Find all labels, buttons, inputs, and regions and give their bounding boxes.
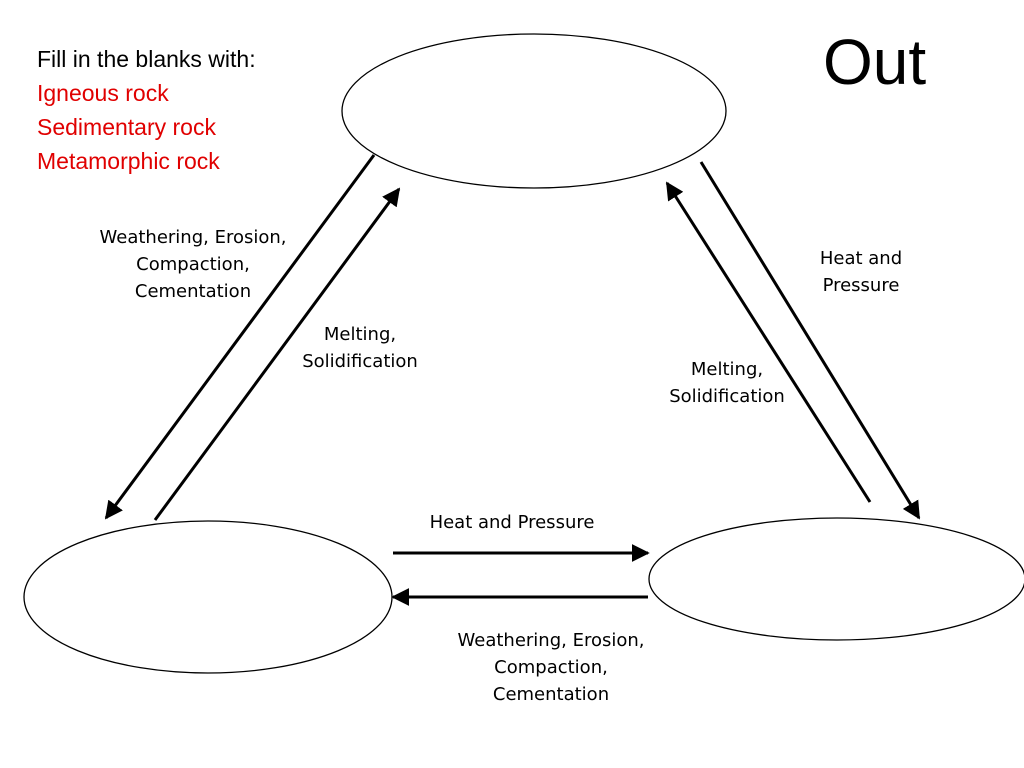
label-left-inner-line-2: Solidification [302,351,418,372]
label-bottom-bottom-line-1: Weathering, Erosion, [457,630,645,651]
label-left-inner: Melting, Solidification [280,321,440,375]
label-left-outer-line-1: Weathering, Erosion, [99,227,287,248]
label-right-outer-line-2: Pressure [822,275,900,296]
label-left-outer-line-3: Cementation [134,281,252,302]
instructions-heading: Fill in the blanks with: [37,46,256,72]
bottom-right-rock-blank[interactable] [648,517,1024,641]
label-right-inner-line-1: Melting, [690,359,764,380]
label-bottom-top: Heat and Pressure [402,509,622,536]
bottom-left-rock-blank[interactable] [23,520,393,674]
arrow-left-to-top-melting [153,187,401,521]
instructions: Fill in the blanks with: Igneous rock Se… [37,42,256,178]
slide-title: Out [823,26,927,98]
label-right-inner-line-2: Solidification [669,386,785,407]
label-left-outer: Weathering, Erosion, Compaction, Cementa… [80,224,306,305]
arrow-right-to-top-melting [665,181,872,503]
arrow-top-to-left-weathering [104,154,376,520]
option-igneous-rock: Igneous rock [37,80,169,106]
option-sedimentary-rock: Sedimentary rock [37,114,216,140]
label-right-outer: Heat and Pressure [800,245,922,299]
label-right-inner: Melting, Solidification [648,356,806,410]
label-bottom-bottom: Weathering, Erosion, Compaction, Cementa… [438,627,664,708]
label-bottom-bottom-line-3: Cementation [492,684,610,705]
label-bottom-top-line-1: Heat and Pressure [429,512,595,533]
top-rock-blank[interactable] [341,33,727,189]
option-metamorphic-rock: Metamorphic rock [37,148,220,174]
label-left-inner-line-1: Melting, [323,324,397,345]
arrow-top-to-right-heat-pressure [699,161,921,520]
label-bottom-bottom-line-2: Compaction, [494,657,608,678]
label-left-outer-line-2: Compaction, [136,254,250,275]
label-right-outer-line-1: Heat and [819,248,903,269]
